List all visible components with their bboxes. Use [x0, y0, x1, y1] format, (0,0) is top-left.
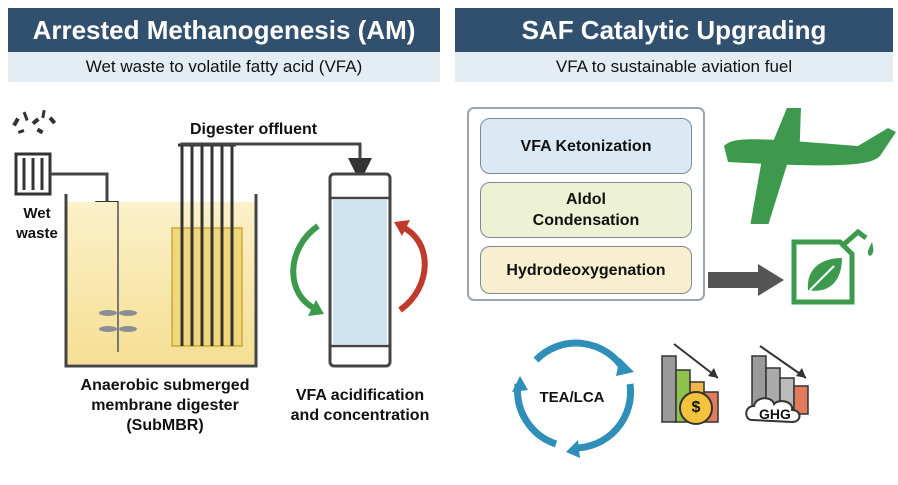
feed-line	[50, 172, 119, 225]
offluent-line	[180, 142, 372, 182]
waste-particles-icon	[12, 109, 57, 135]
wet-waste-label-line1: Wet	[23, 205, 51, 222]
airplane-icon	[724, 108, 896, 224]
aldol-step-line2: Condensation	[532, 212, 640, 229]
cost-reduction-chart-icon	[661, 343, 719, 425]
acidification-label-line2: and concentration	[290, 407, 430, 424]
ghg-reduction-chart-icon	[745, 345, 809, 424]
product-arrow-icon	[708, 264, 784, 296]
am-panel-subtitle: Wet waste to volatile fatty acid (VFA)	[8, 52, 440, 82]
digester-label: Anaerobic submerged membrane digester (S…	[40, 376, 290, 436]
acidification-label-line1: VFA acidification	[295, 387, 425, 404]
digester-label-line3: (SubMBR)	[126, 417, 204, 434]
acidification-column	[328, 172, 392, 368]
digester-offluent-label: Digester offluent	[190, 121, 318, 138]
acidification-label: VFA acidification and concentration	[272, 386, 448, 426]
wet-waste-label-line2: waste	[16, 225, 58, 242]
ketonization-step: VFA Ketonization	[480, 118, 692, 174]
fuel-can-icon	[791, 228, 874, 305]
wet-waste-label: Wet waste	[12, 204, 62, 244]
digester-label-line1: Anaerobic submerged	[80, 377, 250, 394]
digester-label-line2: membrane digester	[91, 397, 239, 414]
ghg-label: GHG	[759, 406, 791, 422]
cycle-arrows-icon	[514, 339, 635, 452]
red-arrow-icon	[398, 223, 428, 313]
hydrodeoxygenation-step: Hydrodeoxygenation	[480, 246, 692, 294]
aldol-step-line1: Aldol	[566, 191, 606, 208]
saf-panel-title: SAF Catalytic Upgrading	[455, 8, 893, 52]
aldol-condensation-step: Aldol Condensation	[480, 182, 692, 238]
tea-lca-label: TEA/LCA	[539, 389, 605, 406]
am-panel-title: Arrested Methanogenesis (AM)	[8, 8, 440, 52]
dollar-icon: $	[691, 399, 701, 416]
saf-panel-subtitle: VFA to sustainable aviation fuel	[455, 52, 893, 82]
green-arrow-icon	[290, 223, 320, 313]
waste-bin-icon	[14, 152, 52, 196]
membrane-module	[171, 143, 243, 347]
